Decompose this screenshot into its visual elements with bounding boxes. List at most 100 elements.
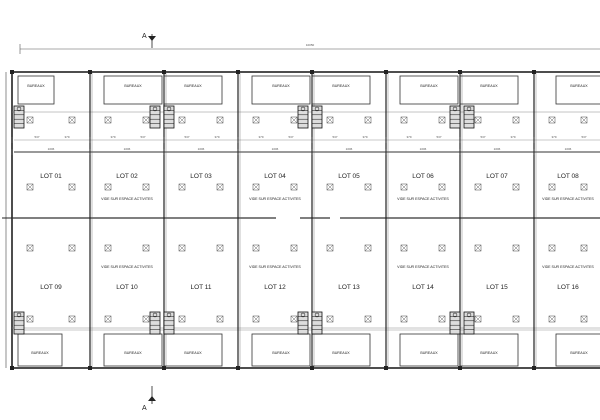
light-fixture-icon xyxy=(364,183,372,191)
light-fixture-icon xyxy=(68,183,76,191)
bay-dim-label: 1006 xyxy=(272,147,279,151)
light-fixture-icon xyxy=(364,244,372,252)
lamp-frame xyxy=(290,183,298,191)
light-fixture-icon xyxy=(580,116,588,124)
lamp-cross xyxy=(104,183,112,191)
lamp-cross xyxy=(512,183,520,191)
light-fixture-icon xyxy=(104,244,112,252)
light-fixture-icon xyxy=(548,244,556,252)
lamp-frame xyxy=(474,315,482,323)
stair-box xyxy=(149,311,161,335)
stair-icon xyxy=(149,311,161,335)
lot-label-top: LOT 04 xyxy=(264,173,286,180)
lamp-cross xyxy=(216,183,224,191)
stair-icon xyxy=(449,105,461,129)
lamp-frame xyxy=(474,116,482,124)
wc-icon xyxy=(466,106,472,112)
light-fixture-icon xyxy=(26,116,34,124)
lamp-cross xyxy=(326,244,334,252)
light-fixture-icon xyxy=(26,315,34,323)
lamp-cross xyxy=(326,315,334,323)
lamp-frame xyxy=(104,315,112,323)
office-dim-label: 537 xyxy=(34,135,39,139)
lamp-frame xyxy=(364,244,372,252)
office-dim-label: 537 xyxy=(480,135,485,139)
lamp-cross xyxy=(364,116,372,124)
light-fixture-icon xyxy=(68,116,76,124)
lamp-frame xyxy=(252,183,260,191)
stair-icon xyxy=(463,105,475,129)
lamp-cross xyxy=(474,183,482,191)
column-marker xyxy=(532,366,536,370)
lamp-cross xyxy=(580,315,588,323)
stair-box xyxy=(449,105,461,129)
lamp-cross xyxy=(68,244,76,252)
column-marker xyxy=(532,70,536,74)
stair-box xyxy=(13,311,25,335)
lamp-cross xyxy=(580,116,588,124)
lamp-cross xyxy=(252,116,260,124)
lamp-frame xyxy=(548,244,556,252)
light-fixture-icon xyxy=(548,116,556,124)
lot-label-bottom: LOT 11 xyxy=(190,284,211,291)
bureaux-label: BUREAUX xyxy=(272,351,290,355)
lot-label-top: LOT 07 xyxy=(486,173,508,180)
lamp-frame xyxy=(252,116,260,124)
lot-label-bottom: LOT 16 xyxy=(557,284,579,291)
bay-dim-label: 1006 xyxy=(48,147,55,151)
wc-icon xyxy=(300,312,306,318)
void-note-bottom: VIDE SUR ESPACE ACTIVITES xyxy=(542,265,594,269)
wc-icon xyxy=(314,312,320,318)
lamp-frame xyxy=(68,244,76,252)
light-fixture-icon xyxy=(400,183,408,191)
lamp-cross xyxy=(290,244,298,252)
lot-label-bottom: LOT 10 xyxy=(116,284,138,291)
light-fixture-icon xyxy=(400,244,408,252)
lamp-cross xyxy=(438,315,446,323)
lamp-frame xyxy=(512,183,520,191)
light-fixture-icon xyxy=(438,315,446,323)
office-room-top xyxy=(251,75,311,105)
lamp-frame xyxy=(178,183,186,191)
stair-box xyxy=(163,105,175,129)
light-fixture-icon xyxy=(580,244,588,252)
bureaux-label: BUREAUX xyxy=(31,351,49,355)
lamp-frame xyxy=(548,315,556,323)
light-fixture-icon xyxy=(290,315,298,323)
light-fixture-icon xyxy=(142,116,150,124)
light-fixture-icon xyxy=(216,183,224,191)
lamp-cross xyxy=(580,183,588,191)
lamp-frame xyxy=(178,315,186,323)
lamp-frame xyxy=(26,244,34,252)
lamp-cross xyxy=(512,315,520,323)
lamp-cross xyxy=(364,315,372,323)
lamp-cross xyxy=(512,116,520,124)
column-marker xyxy=(236,366,240,370)
office-dim-label: 379 xyxy=(510,135,515,139)
lamp-cross xyxy=(142,183,150,191)
light-fixture-icon xyxy=(512,116,520,124)
light-fixture-icon xyxy=(26,244,34,252)
lamp-frame xyxy=(438,315,446,323)
lot-label-top: LOT 01 xyxy=(40,173,62,180)
light-fixture-icon xyxy=(26,183,34,191)
void-note-top: VIDE SUR ESPACE ACTIVITES xyxy=(101,197,153,201)
lamp-cross xyxy=(326,183,334,191)
lamp-cross xyxy=(548,183,556,191)
lamp-frame xyxy=(216,183,224,191)
lamp-cross xyxy=(178,183,186,191)
light-fixture-icon xyxy=(548,315,556,323)
stair-box xyxy=(311,105,323,129)
section-mark-top: A xyxy=(142,33,156,48)
light-fixture-icon xyxy=(178,183,186,191)
lamp-cross xyxy=(216,116,224,124)
svg-text:A: A xyxy=(142,33,147,40)
light-fixture-icon xyxy=(290,183,298,191)
lamp-frame xyxy=(580,116,588,124)
void-note-bottom: VIDE SUR ESPACE ACTIVITES xyxy=(397,265,449,269)
bureaux-label: BUREAUX xyxy=(420,84,438,88)
svg-text:A: A xyxy=(142,405,147,412)
lamp-cross xyxy=(474,244,482,252)
